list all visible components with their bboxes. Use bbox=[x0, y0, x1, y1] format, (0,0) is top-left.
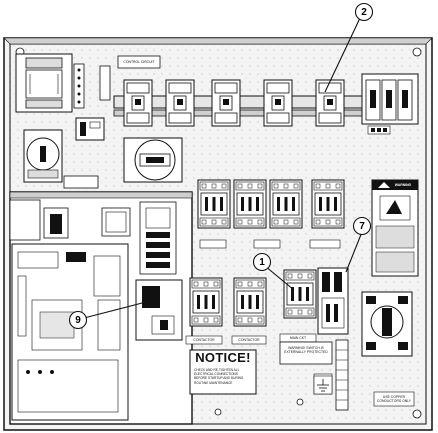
ground-symbol-label bbox=[313, 375, 333, 395]
lower-contactor-tags bbox=[185, 333, 317, 345]
timer-relay-center bbox=[123, 137, 183, 183]
callout-2: 2 bbox=[354, 2, 374, 22]
callout-2-number: 2 bbox=[361, 7, 367, 18]
control-circuit-fuse bbox=[99, 55, 161, 101]
warning-label-box bbox=[371, 179, 419, 277]
panel-edge-shading bbox=[3, 37, 433, 45]
relay-small bbox=[63, 117, 105, 189]
callout-1: 1 bbox=[252, 252, 272, 272]
overload-relay-7 bbox=[317, 267, 349, 335]
use-copper-label bbox=[373, 391, 415, 407]
callout-1-number: 1 bbox=[259, 257, 265, 268]
timer-relay-left bbox=[23, 129, 63, 183]
callout-leaders bbox=[83, 17, 363, 319]
fuse-block bbox=[361, 73, 419, 135]
upper-contactor-tags bbox=[199, 239, 341, 249]
control-circuit-board bbox=[11, 243, 129, 421]
control-transformer bbox=[15, 53, 85, 113]
lower-warning-label bbox=[279, 341, 333, 365]
callout-7-number: 7 bbox=[359, 221, 365, 232]
callout-9: 9 bbox=[68, 310, 88, 330]
disconnect-switch bbox=[361, 291, 413, 357]
upper-contactors bbox=[197, 179, 345, 229]
notice-label bbox=[189, 349, 257, 395]
callout-7: 7 bbox=[352, 216, 372, 236]
relay-module-9 bbox=[135, 279, 183, 341]
callout-9-number: 9 bbox=[75, 315, 81, 326]
lower-contactors bbox=[189, 269, 317, 327]
